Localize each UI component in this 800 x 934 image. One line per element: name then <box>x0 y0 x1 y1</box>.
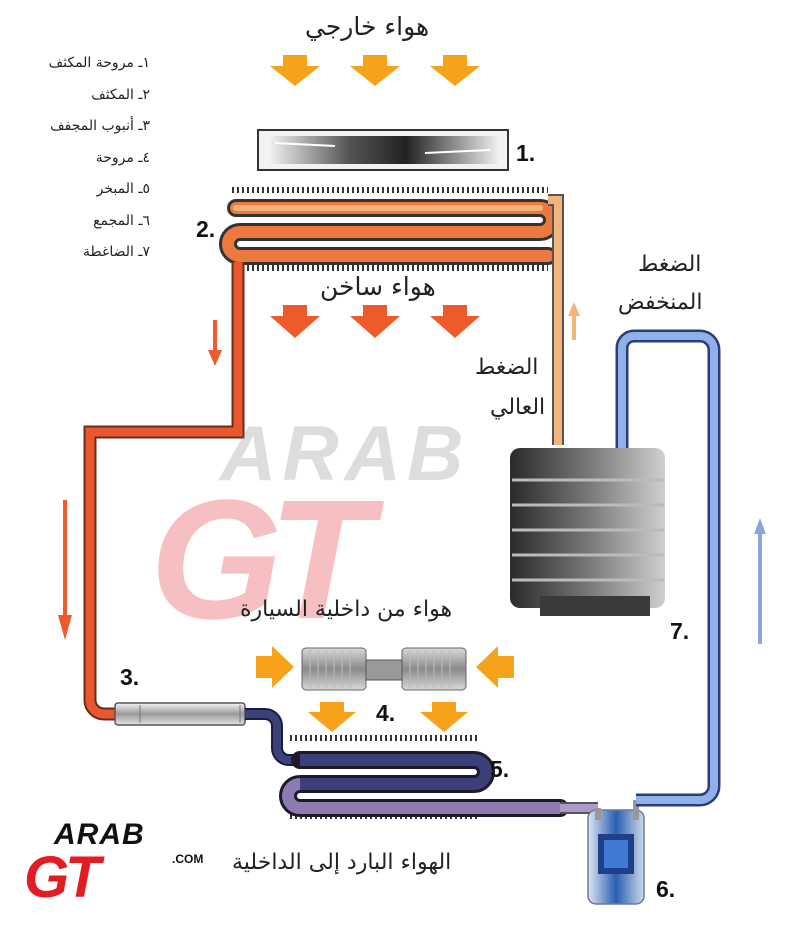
legend-item: ٦ـ المجمع <box>93 212 150 229</box>
outside-air-label: هواء خارجي <box>305 12 430 41</box>
number-6: 6. <box>656 876 676 902</box>
arabgt-logo: ARAB GT .COM <box>24 818 214 910</box>
cabin-air-label: هواء من داخلية السيارة <box>240 597 453 622</box>
legend-item: ٥ـ المبخر <box>96 181 150 197</box>
compressor <box>510 448 665 616</box>
up-arrow-high <box>568 302 580 340</box>
blower-fan <box>301 647 467 691</box>
high-pressure-label-2: العالي <box>490 395 546 420</box>
evaporator <box>279 735 569 819</box>
hot-air-label: هواء ساخن <box>320 272 436 301</box>
expansion-line <box>245 708 300 766</box>
number-1: 1. <box>516 140 536 166</box>
low-pressure-label-2: المنخفض <box>618 290 703 315</box>
component-legend: ١ـ مروحة المكثف ٢ـ المكثف ٣ـ أنبوب المجف… <box>0 48 150 269</box>
low-pressure-label-1: الضغط <box>638 252 702 277</box>
accumulator <box>587 800 645 905</box>
liquid-line <box>83 262 245 721</box>
logo-text-com: .COM <box>172 852 204 866</box>
high-pressure-line <box>548 194 564 445</box>
legend-item: ٢ـ المكثف <box>91 86 150 103</box>
cold-air-label: الهواء البارد إلى الداخلية <box>232 850 452 875</box>
logo-text-arab: ARAB <box>54 818 145 851</box>
legend-item: ٧ـ الضاغطة <box>83 244 150 260</box>
down-arrow-1 <box>208 320 222 366</box>
logo-text-gt: GT <box>24 845 101 910</box>
high-pressure-label-1: الضغط <box>475 355 539 380</box>
up-arrow-low <box>754 518 766 644</box>
outside-air-arrows <box>270 55 480 86</box>
condenser <box>219 187 561 271</box>
hot-air-arrows <box>270 305 480 338</box>
number-5: 5. <box>490 756 510 782</box>
legend-item: ١ـ مروحة المكثف <box>48 55 150 71</box>
number-4: 4. <box>376 700 396 726</box>
number-2: 2. <box>196 216 216 242</box>
condenser-fan <box>257 129 509 171</box>
number-7: 7. <box>670 618 690 644</box>
number-3: 3. <box>120 664 140 690</box>
down-arrow-2 <box>58 500 72 640</box>
receiver-dryer <box>114 702 246 726</box>
cabin-air-arrows <box>256 646 514 732</box>
low-pressure-line <box>615 329 721 807</box>
legend-item: ٣ـ أنبوب المجفف <box>50 118 150 134</box>
legend-item: ٤ـ مروحة <box>95 149 150 166</box>
